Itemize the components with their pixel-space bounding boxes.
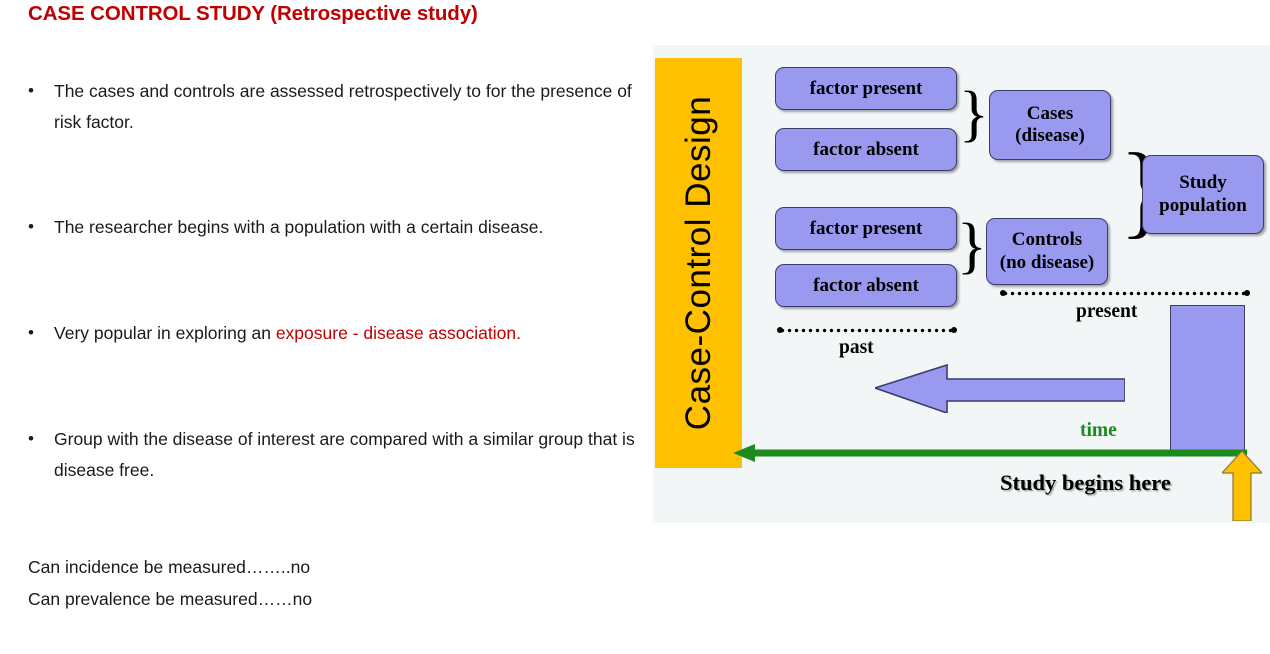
present-dotted-line [1002,291,1248,296]
box-factor-absent-cases: factor absent [775,128,957,171]
box-study-population-line2: population [1159,194,1247,216]
box-factor-absent-controls: factor absent [775,264,957,307]
bullet-text-mixed: Very popular in exploring an exposure - … [54,318,638,349]
bullet-text: Group with the disease of interest are c… [54,429,635,480]
study-begins-here-label: Study begins here [1000,470,1171,495]
box-study-population-line1: Study [1179,171,1227,193]
note-incidence: Can incidence be measured……..no [28,557,311,577]
past-label: past [839,337,874,358]
brace-cases-icon: } [959,80,989,148]
time-label: time [1080,420,1117,441]
bullet-text: The cases and controls are assessed retr… [54,81,632,132]
bullet-text: The researcher begins with a population … [54,217,544,237]
box-study-population: Study population [1142,155,1264,234]
bullet-item: • Very popular in exploring an exposure … [28,318,638,349]
present-line-left-cap [1000,290,1006,296]
box-cases-line2: (disease) [1015,125,1085,146]
bullet-marker-icon: • [28,323,34,342]
box-controls-line1: Controls [1011,229,1083,251]
bullet-marker-icon: • [28,217,34,236]
retrospective-direction-arrow-icon [875,363,1125,413]
bullet-item: • The cases and controls are assessed re… [28,76,638,137]
present-label: present [1076,301,1138,322]
past-line-right-cap [951,327,957,333]
box-factor-present-cases: factor present [775,67,957,110]
box-controls: Controls (no disease) [986,218,1108,285]
study-start-bar [1170,305,1245,454]
bullet-marker-icon: • [28,429,34,448]
time-axis-arrow-icon [733,444,1247,462]
case-control-design-diagram: Case-Control Design factor present facto… [653,45,1270,523]
slide-text-column: CASE CONTROL STUDY (Retrospective study)… [28,2,638,609]
bullet-item: • The researcher begins with a populatio… [28,212,638,243]
bullet-item: • Group with the disease of interest are… [28,424,638,485]
note-prevalence: Can prevalence be measured……no [28,589,313,609]
past-dotted-line [779,328,955,333]
present-line-right-cap [1244,290,1250,296]
box-cases-line1: Cases [1026,102,1074,124]
past-line-left-cap [777,327,783,333]
study-begins-up-arrow-icon [1222,451,1262,521]
box-factor-present-controls: factor present [775,207,957,250]
box-cases: Cases (disease) [989,90,1111,160]
bullet-text-accent: exposure - disease association. [275,323,521,343]
design-banner: Case-Control Design [655,58,742,468]
bullet-text-plain: Very popular in exploring an [54,323,276,343]
design-banner-label: Case-Control Design [678,95,718,431]
bullet-marker-icon: • [28,81,34,100]
box-controls-line2: (no disease) [999,251,1095,273]
page-title: CASE CONTROL STUDY (Retrospective study) [28,2,478,25]
brace-controls-icon: } [957,212,987,280]
